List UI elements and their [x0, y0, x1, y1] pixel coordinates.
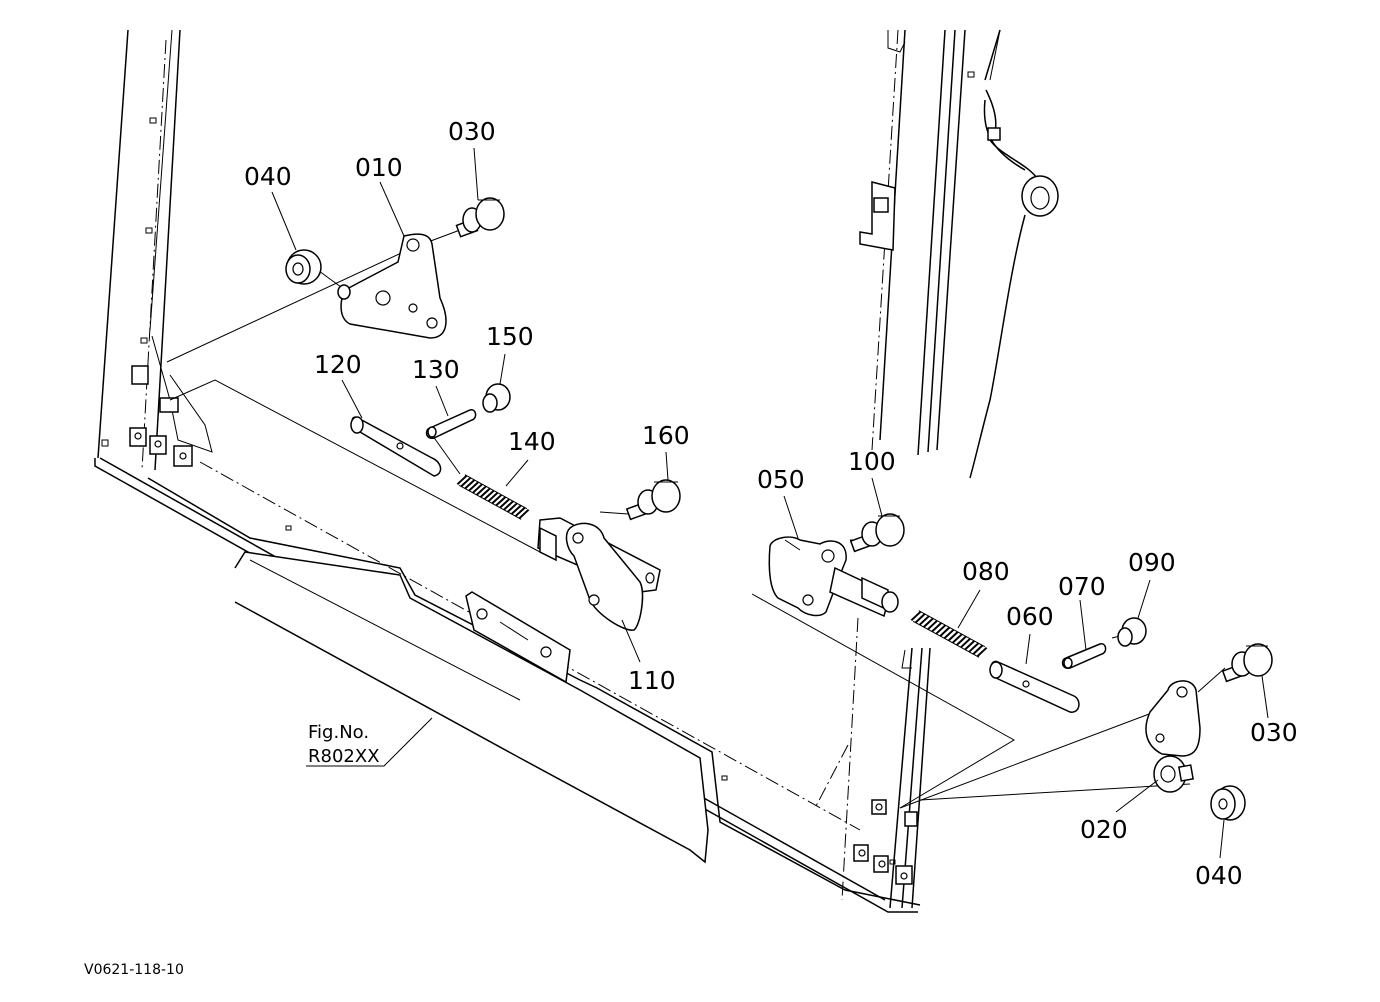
bolt-100: [849, 513, 905, 553]
callout-010: 010: [355, 153, 403, 182]
bracket-010: [337, 233, 447, 339]
latch-050: [768, 536, 899, 618]
leader-lines: [271, 147, 1269, 859]
pin-120: [350, 416, 442, 477]
spring-140: [456, 474, 530, 520]
left-lower-block: [129, 335, 213, 467]
bolt-030-left: [455, 197, 505, 238]
figure-reference: Fig.No. R802XX: [308, 722, 380, 767]
callout-040-left: 040: [244, 162, 292, 191]
roller-040-right: [1210, 785, 1246, 821]
drawing-code: V0621-118-10: [84, 962, 184, 978]
pin-070: [1061, 643, 1107, 669]
figure-ref-line2: R802XX: [308, 746, 380, 767]
latch-110: [537, 517, 661, 631]
callout-070: 070: [1058, 572, 1106, 601]
callout-110: 110: [628, 666, 676, 695]
callout-080: 080: [962, 557, 1010, 586]
bracket-020: [1145, 680, 1201, 793]
callout-050: 050: [757, 465, 805, 494]
callout-labels: 030 040 010 150 120 130 140 160 110 050 …: [244, 117, 1298, 890]
callout-160: 160: [642, 421, 690, 450]
right-lower-post: [814, 617, 931, 909]
figure-ref-line1: Fig.No.: [308, 722, 369, 743]
bolt-160: [625, 479, 681, 521]
callout-040-right: 040: [1195, 861, 1243, 890]
cap-150: [482, 383, 511, 413]
callout-140: 140: [508, 427, 556, 456]
bottom-rail: [94, 457, 921, 913]
pin-060: [989, 660, 1080, 713]
left-frame-post: [97, 29, 181, 471]
roller-040-left: [285, 249, 322, 285]
bolt-030-right: [1221, 643, 1273, 683]
callout-020: 020: [1080, 815, 1128, 844]
cap-090: [1117, 617, 1147, 647]
right-frame-post: [859, 29, 1059, 479]
pin-130: [425, 409, 477, 439]
callout-150: 150: [486, 322, 534, 351]
callout-100: 100: [848, 447, 896, 476]
assembly-lines: [166, 229, 1226, 809]
callout-060: 060: [1006, 602, 1054, 631]
callout-030-left: 030: [448, 117, 496, 146]
callout-130: 130: [412, 355, 460, 384]
spring-080: [910, 610, 988, 658]
callout-090: 090: [1128, 548, 1176, 577]
callout-030-right: 030: [1250, 718, 1298, 747]
callout-120: 120: [314, 350, 362, 379]
